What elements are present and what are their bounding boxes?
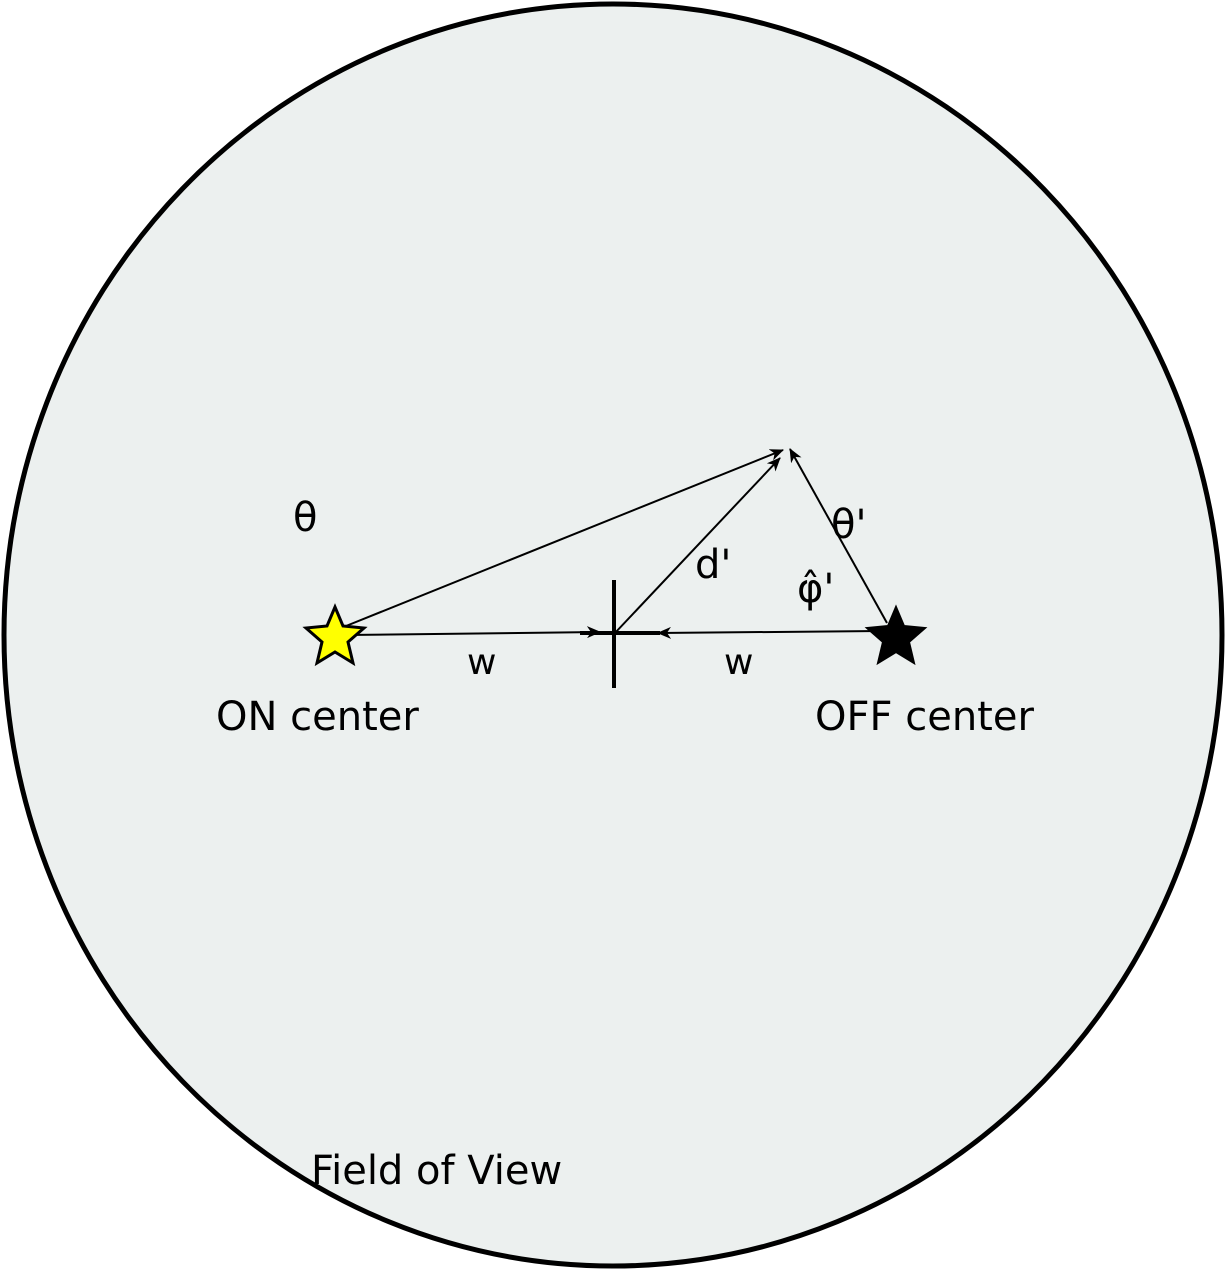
theta-prime-arrow xyxy=(789,448,888,624)
field-of-view-label: Field of View xyxy=(311,1148,562,1194)
d-prime-arrow xyxy=(613,457,781,635)
theta-label: θ xyxy=(293,495,317,541)
w-left-label: w xyxy=(467,642,496,683)
star-filled-icon xyxy=(864,604,928,666)
phi-hat-prime-label: φ̂' xyxy=(797,566,834,612)
w-right-arrow xyxy=(657,626,881,639)
theta-arrow xyxy=(345,449,784,627)
w-right-label: w xyxy=(724,642,753,683)
off-center-label: OFF center xyxy=(815,694,1034,740)
theta-prime-label: θ' xyxy=(831,502,866,548)
star-outline-icon xyxy=(302,603,368,667)
crosshair-icon xyxy=(580,580,660,688)
d-prime-label: d' xyxy=(695,542,731,588)
on-center-label: ON center xyxy=(216,694,419,740)
w-left-arrow xyxy=(345,626,601,639)
